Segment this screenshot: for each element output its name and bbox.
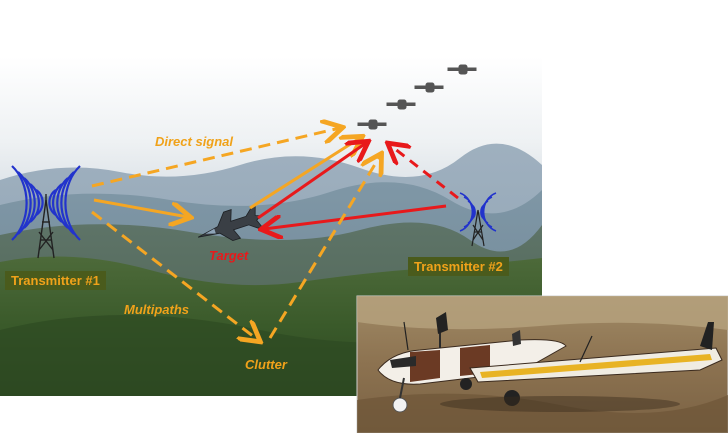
target-label: Target bbox=[209, 248, 249, 263]
uav-icon bbox=[357, 119, 387, 130]
tx1-to-target-path bbox=[93, 198, 188, 217]
uav-photo bbox=[356, 295, 728, 433]
transmitter-1-label: Transmitter #1 bbox=[5, 271, 106, 290]
uav-icon bbox=[447, 64, 477, 75]
target-to-uav-path bbox=[249, 138, 360, 210]
multipaths-label: Multipaths bbox=[124, 302, 189, 317]
signal-paths bbox=[91, 128, 459, 340]
direct-signal-label: Direct signal bbox=[155, 134, 234, 149]
tx2-direct-path bbox=[390, 145, 459, 200]
target-echo-path bbox=[257, 143, 366, 220]
multipath-path bbox=[91, 210, 258, 340]
uav-icon bbox=[414, 82, 444, 93]
uav-icon bbox=[386, 99, 416, 110]
transmitter-1-antenna-icon bbox=[11, 165, 81, 259]
tx2-to-target-path bbox=[264, 204, 447, 229]
clutter-to-uav-path bbox=[268, 156, 380, 339]
transmitter-2-antenna-icon bbox=[459, 192, 497, 247]
direct-signal-path bbox=[91, 128, 340, 188]
clutter-label: Clutter bbox=[245, 357, 287, 372]
transmitter-2-label: Transmitter #2 bbox=[408, 257, 509, 276]
uav-trail bbox=[357, 64, 477, 130]
